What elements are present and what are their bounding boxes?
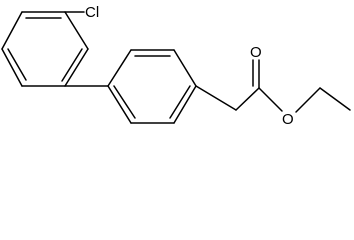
ring-b-bond-3	[173, 49, 197, 87]
ether-oxygen-atom-label: O	[282, 111, 294, 128]
chlorine-atom-label: Cl	[85, 4, 99, 21]
carbonyl-oxygen-atom-label: O	[250, 44, 262, 61]
chemical-structure-diagram: Cl O O	[1, 4, 351, 128]
ring-a-bond-3	[64, 48, 89, 87]
ring-a-double-bond-2	[61, 48, 83, 82]
methylene-carbonyl-bond	[235, 87, 260, 111]
ring-b-bond-6	[107, 85, 132, 124]
carbonyl-ether-oxygen-bond	[258, 87, 283, 112]
ring-a-bond-2	[64, 11, 89, 50]
ring-a-bond-5	[1, 48, 23, 87]
ring-b-bond-4	[173, 85, 197, 124]
ring-a-bond-6	[1, 11, 23, 50]
aryl-methylene-bond	[195, 85, 237, 111]
chlorophenyl-ring	[1, 11, 89, 87]
ring-b-double-bond-3	[113, 85, 136, 119]
ring-b-double-bond-2	[169, 85, 191, 119]
ring-a-double-bond-3	[7, 48, 27, 81]
ring-b-bond-1	[107, 49, 132, 87]
ethyl-acetate-chain	[195, 59, 351, 113]
ether-oxygen-ethyl-bond	[295, 87, 321, 113]
ethyl-terminal-bond	[319, 87, 351, 111]
phenylene-ring	[107, 49, 197, 124]
